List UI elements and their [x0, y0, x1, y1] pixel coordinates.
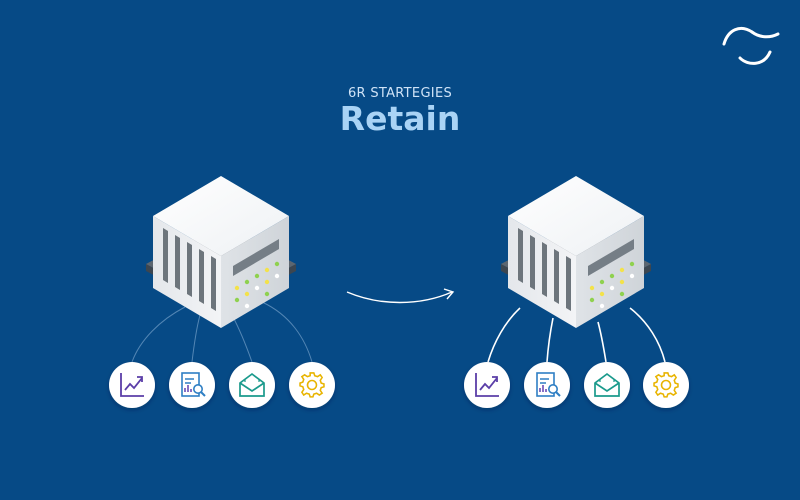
page-title: 6R STARTEGIES — [347, 86, 453, 101]
target-app-chart[interactable] — [464, 362, 510, 408]
target-app-mail[interactable] — [584, 362, 630, 408]
target-server-icon — [501, 176, 651, 328]
source-app-gear[interactable] — [289, 362, 335, 408]
source-connectors — [131, 301, 313, 363]
wave-smile-logo-icon — [722, 27, 780, 65]
source-app-report[interactable] — [169, 362, 215, 408]
target-server-group — [464, 176, 689, 408]
source-app-chart[interactable] — [109, 362, 155, 408]
source-app-mail[interactable] — [229, 362, 275, 408]
target-app-gear[interactable] — [643, 362, 689, 408]
strategy-title: Retain — [339, 99, 461, 138]
source-server-group — [109, 176, 335, 408]
target-app-report[interactable] — [524, 362, 570, 408]
target-connectors — [487, 307, 666, 363]
source-server-icon — [146, 176, 296, 328]
curved-arrow-icon — [346, 288, 455, 304]
